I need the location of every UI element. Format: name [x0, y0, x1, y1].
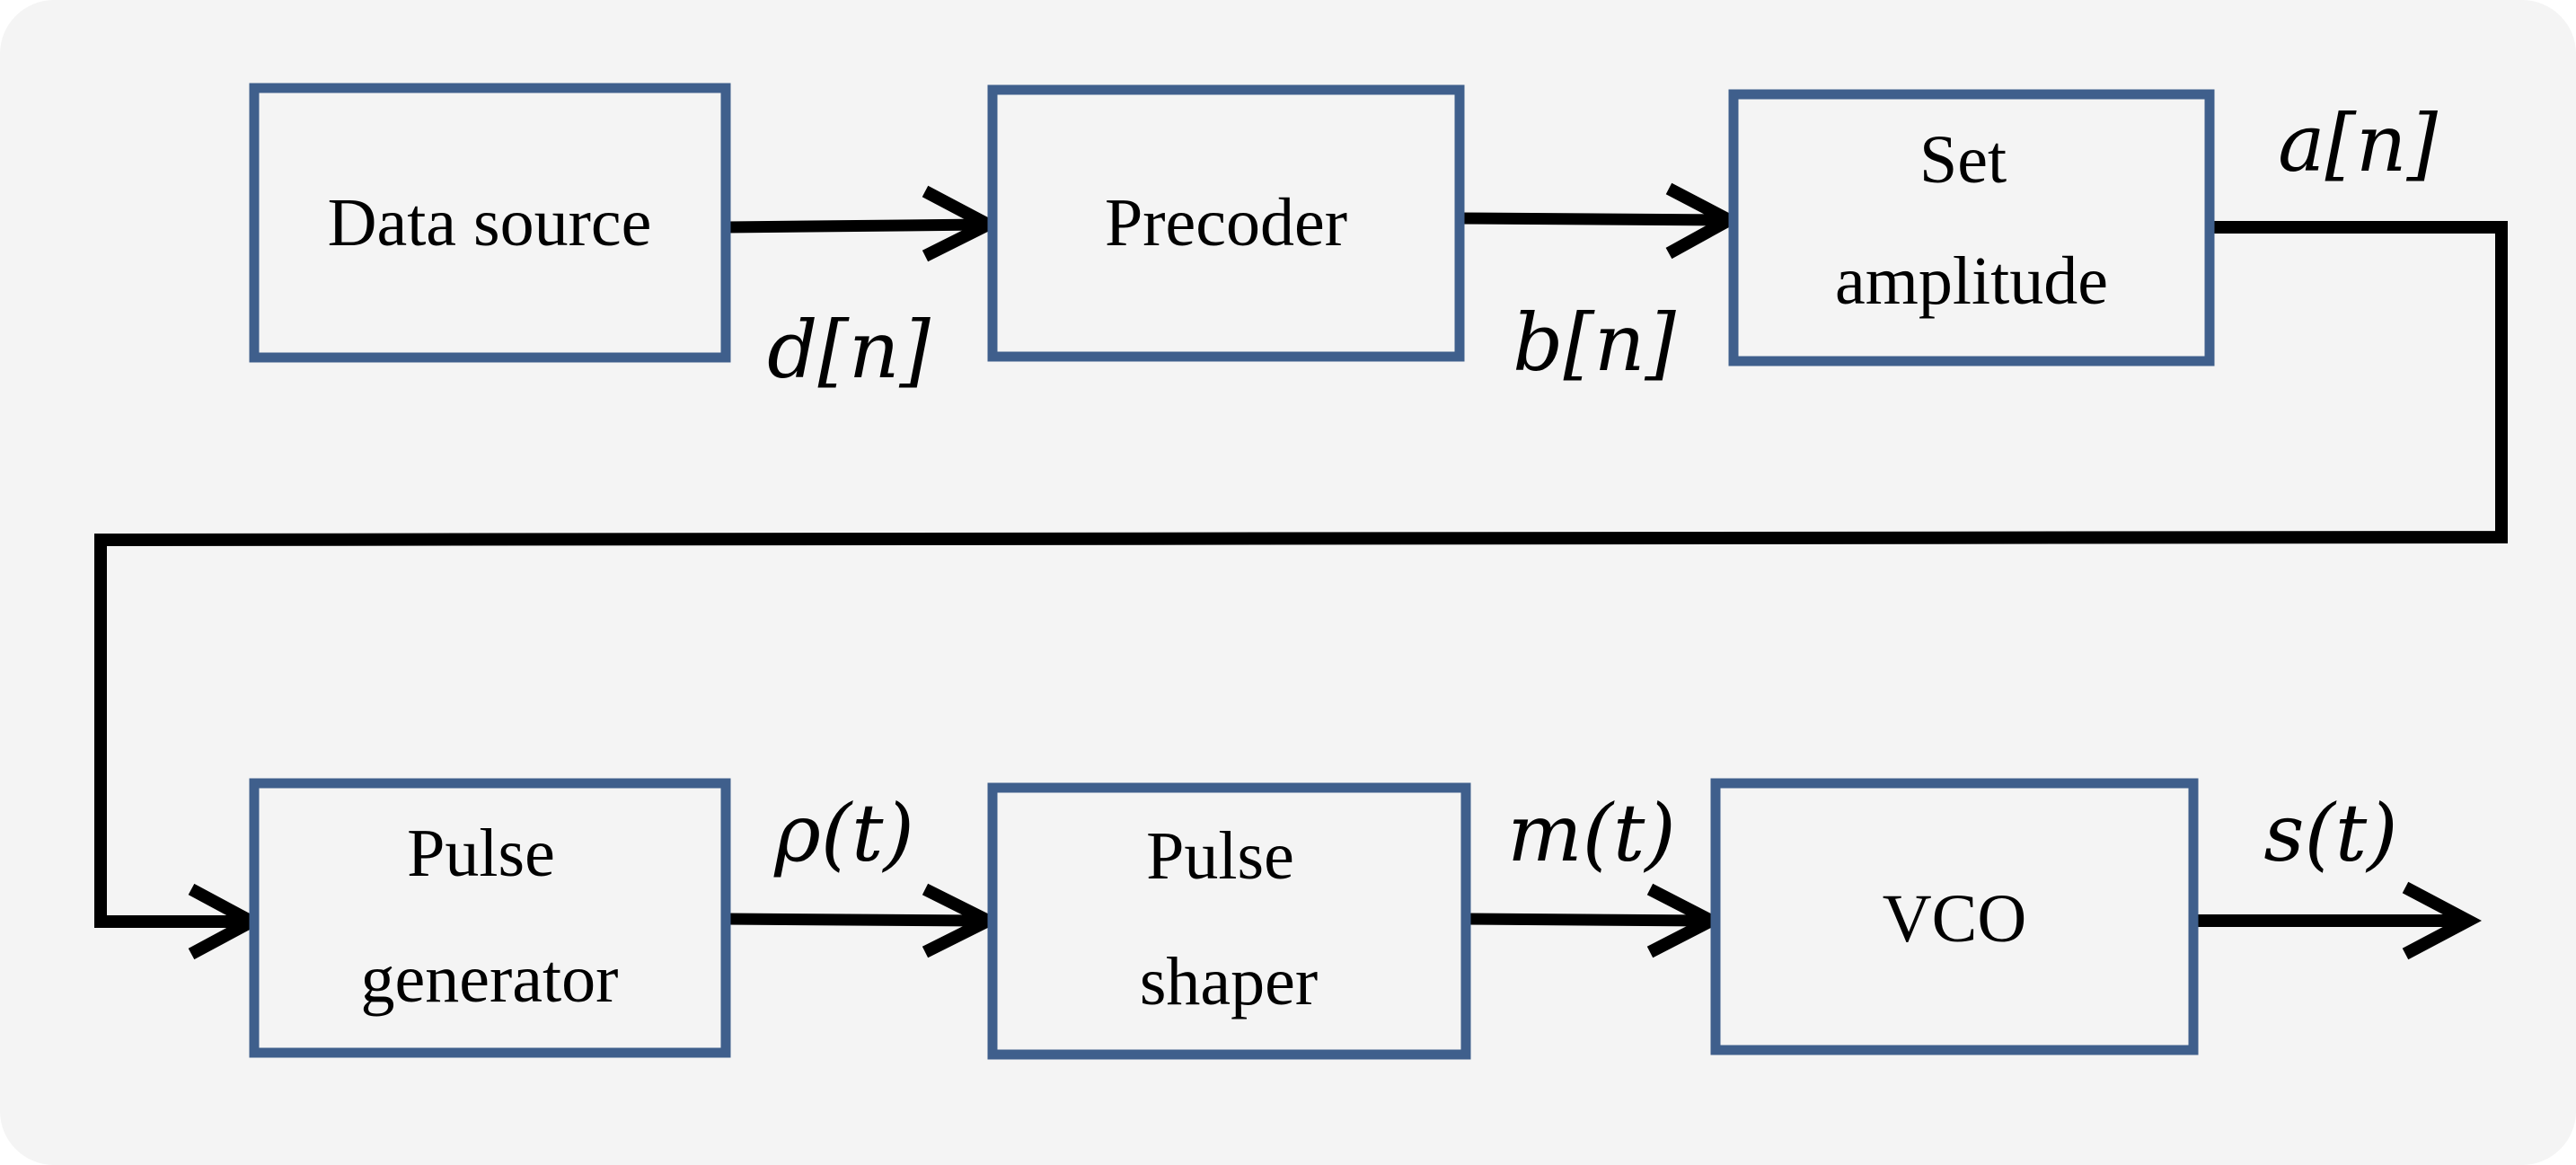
block-pulse-generator: [249, 778, 731, 1058]
block-vco: [1710, 778, 2199, 1055]
label-vco: VCO: [1883, 881, 2026, 957]
signal-label-d: d[n]: [767, 304, 931, 396]
feedback-line-set-amplitude-to-pulse-generator: [94, 221, 2508, 928]
label-pulse-generator: Pulse generator: [361, 816, 619, 1017]
block-set-amplitude: [1728, 89, 2215, 366]
arrow-data-source-to-precoder: [725, 218, 984, 234]
label-pulse-generator-line-2: generator: [361, 941, 619, 1017]
label-pulse-shaper: Pulse shaper: [1140, 818, 1318, 1019]
signal-label-rho: ρ(t): [773, 787, 914, 879]
label-pulse-generator-line-1: Pulse: [407, 816, 555, 891]
block-precoder: [987, 84, 1465, 362]
label-pulse-shaper-line-1: Pulse: [1146, 818, 1294, 894]
signal-label-b: b[n]: [1513, 296, 1676, 389]
label-pulse-shaper-line-2: shaper: [1140, 944, 1318, 1019]
arrow-pulse-generator-to-pulse-shaper: [725, 913, 983, 927]
arrow-precoder-to-set-amplitude: [1459, 212, 1724, 226]
label-set-amplitude-line-1: Set: [1919, 122, 2007, 198]
signal-label-s: s(t): [2263, 787, 2397, 879]
label-precoder: Precoder: [1105, 185, 1347, 260]
block-pulse-shaper: [987, 782, 1471, 1060]
label-data-source: Data source: [328, 185, 652, 260]
arrowhead-output: [2402, 881, 2482, 960]
block-data-source: [249, 83, 731, 363]
signal-label-m: m(t): [1507, 787, 1675, 879]
arrow-pulse-shaper-to-vco: [1465, 913, 1707, 927]
label-set-amplitude: Set amplitude: [1835, 122, 2108, 319]
label-set-amplitude-line-2: amplitude: [1835, 243, 2108, 319]
signal-label-a: a[n]: [2278, 97, 2438, 190]
